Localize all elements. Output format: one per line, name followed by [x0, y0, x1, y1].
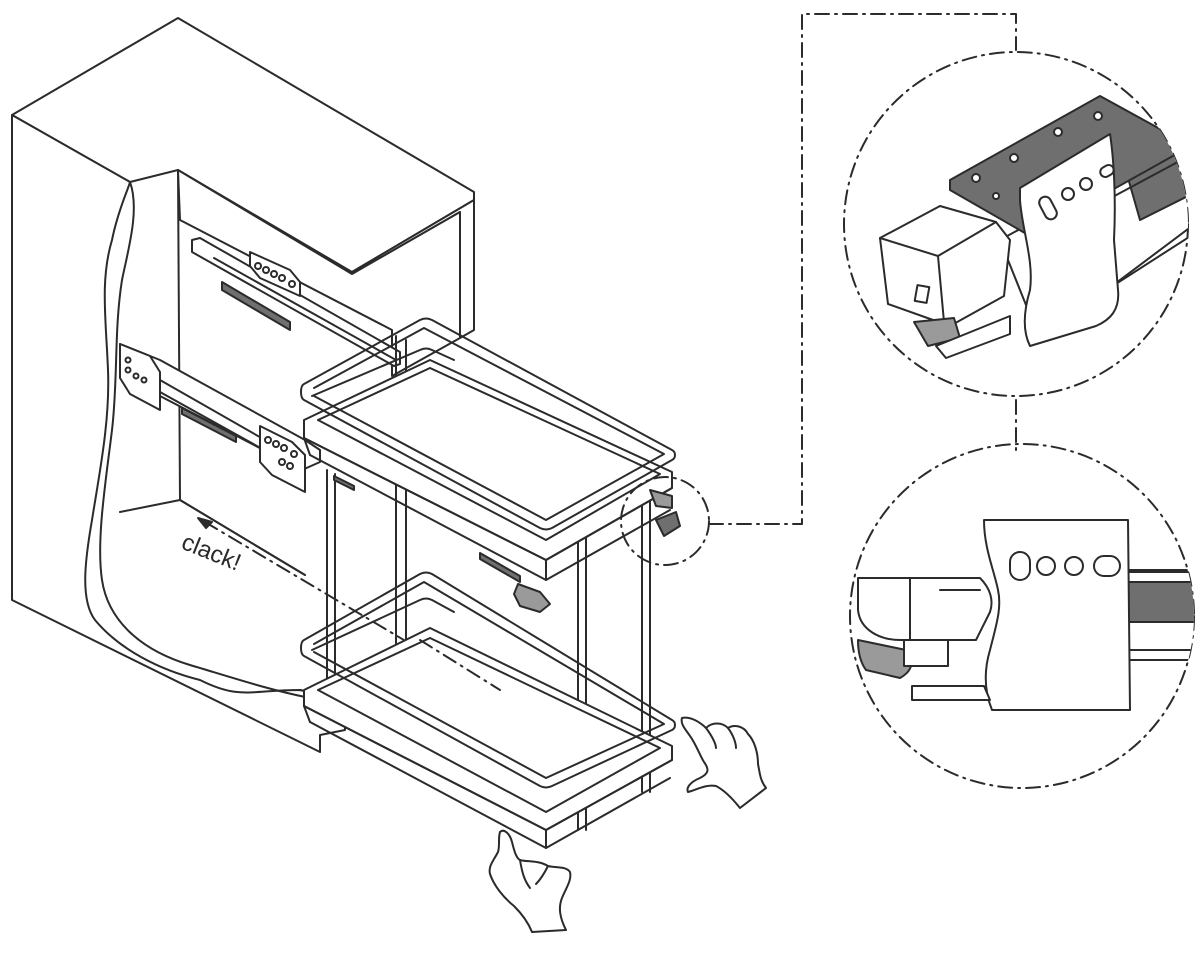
detail-view-released	[849, 443, 1195, 789]
cabinet	[11, 17, 475, 753]
upper-basket	[300, 317, 681, 613]
hand-bottom-icon	[488, 829, 572, 933]
cabinet-inner-back	[177, 169, 461, 377]
runner-upper	[191, 237, 401, 367]
bracket-plate	[1019, 133, 1120, 347]
detail-view-engaged	[843, 51, 1189, 397]
bracket-plate-front	[983, 519, 1131, 711]
locking-clip	[879, 205, 1011, 359]
runner-lower	[119, 343, 321, 493]
mounting-bracket-lower-left	[119, 343, 161, 411]
clack-label: clack!	[178, 529, 245, 577]
lower-basket	[300, 571, 676, 849]
detail-callout-marker	[620, 476, 710, 566]
pullout-basket-unit	[300, 317, 681, 849]
hand-right-icon	[680, 716, 767, 809]
locking-clip-front	[857, 577, 993, 701]
upper-basket-rim	[300, 317, 676, 531]
cabinet-left-side	[11, 114, 346, 753]
callout-leader-line	[708, 13, 1017, 525]
cabinet-bottom	[119, 499, 306, 576]
lower-basket-rim	[300, 571, 676, 789]
mounting-bracket-lower-right	[259, 425, 306, 493]
cabinet-cutaway-edge	[99, 181, 311, 699]
runner-clip-upper	[513, 583, 551, 613]
push-direction-arrowhead	[197, 517, 213, 529]
mounting-bracket-upper	[249, 251, 301, 297]
